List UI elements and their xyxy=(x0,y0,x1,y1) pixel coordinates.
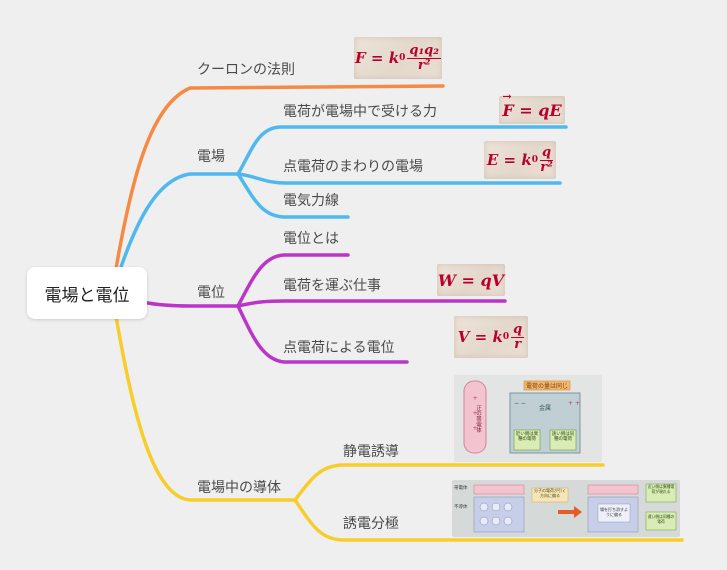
connector-field-force xyxy=(236,125,568,176)
polarization-middle-note: 分子の電荷が引く方向に偏る xyxy=(534,488,566,498)
induction-inner-label: 金属 xyxy=(539,404,551,412)
connector-field-point xyxy=(236,172,562,185)
connector-induction xyxy=(293,463,605,502)
root-node[interactable]: 電場と電位 xyxy=(27,267,147,319)
node-polarization[interactable]: 誘電分極 xyxy=(343,516,399,532)
polarization-illustration: 帯電体 不導体 分子の電荷が引く方向に偏る 場を打ち消すように偏る 近い側は異種… xyxy=(452,480,680,537)
node-induction[interactable]: 静電誘導 xyxy=(343,444,399,460)
svg-text:− −: − − xyxy=(514,400,526,407)
induction-illustration: + + + 電荷の量は同じ 金属 − − + + 正の帯電体 近い側は異種の電荷… xyxy=(454,375,602,462)
root-label: 電場と電位 xyxy=(44,285,130,306)
connector-conductor xyxy=(110,291,297,502)
polarization-right-bottom: 遠い側は同種の電荷 xyxy=(647,514,675,524)
node-field[interactable]: 電場 xyxy=(197,149,225,165)
connector-coulomb xyxy=(110,84,445,295)
connector-potential-def xyxy=(236,253,350,308)
node-field-point[interactable]: 点電荷のまわりの電場 xyxy=(283,159,423,175)
node-field-force[interactable]: 電荷が電場中で受ける力 xyxy=(283,104,437,120)
node-conductor[interactable]: 電場中の導体 xyxy=(197,480,281,496)
connector-polarization xyxy=(293,498,684,542)
node-potential-work[interactable]: 電荷を運ぶ仕事 xyxy=(283,278,381,294)
node-field-lines[interactable]: 電気力線 xyxy=(283,193,339,209)
polarization-center-box: 場を打ち消すように偏る xyxy=(600,507,628,517)
formula-potential-work: W = qV xyxy=(437,264,505,296)
polarization-right-top: 近い側は異種電荷が現れる xyxy=(647,484,675,494)
induction-cylinder-text: 正の帯電体 xyxy=(475,405,481,433)
induction-banner: 電荷の量は同じ xyxy=(526,382,568,390)
svg-text:+ +: + + xyxy=(568,400,580,407)
connector-potential-work xyxy=(236,299,507,308)
connector-potential-point xyxy=(236,304,409,364)
node-coulomb[interactable]: クーロンの法則 xyxy=(197,62,295,78)
node-potential-point[interactable]: 点電荷による電位 xyxy=(283,340,395,356)
svg-text:+: + xyxy=(472,395,477,402)
node-potential-def[interactable]: 電位とは xyxy=(283,231,339,247)
induction-left-box: 近い側は異種の電荷 xyxy=(515,432,539,442)
formula-field-force: F = qE xyxy=(499,90,565,124)
node-potential[interactable]: 電位 xyxy=(197,285,225,301)
induction-right-box: 遠い側は同種の電荷 xyxy=(551,432,575,442)
polarization-left-top: 帯電体 xyxy=(454,486,468,491)
polarization-left-bottom: 不導体 xyxy=(454,505,468,510)
connector-field-lines xyxy=(236,172,350,219)
svg-text:+: + xyxy=(472,410,477,417)
svg-text:+: + xyxy=(472,425,477,432)
